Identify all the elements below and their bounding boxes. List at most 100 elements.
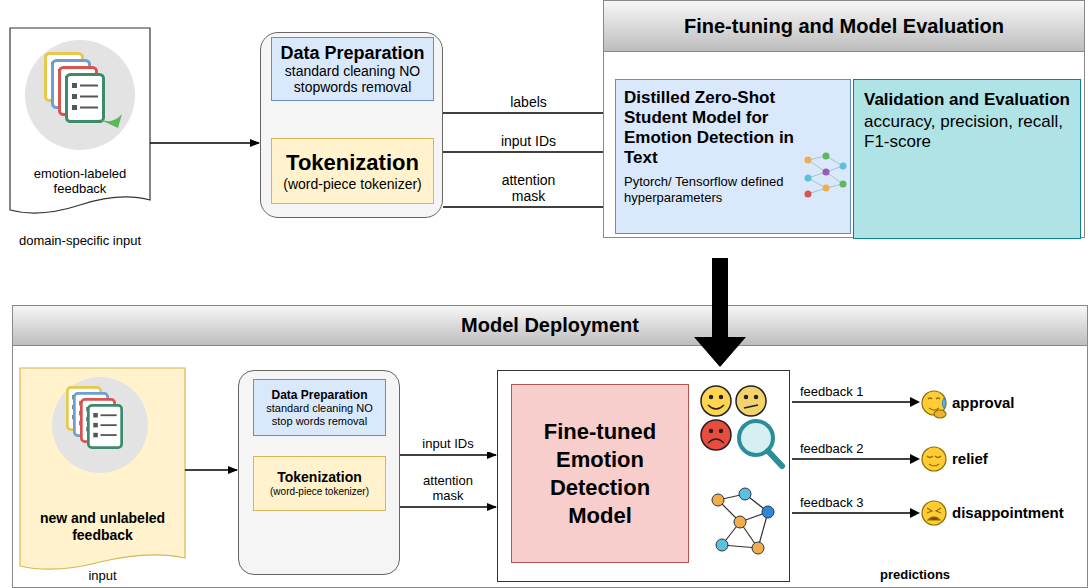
arrow-connector: [185, 469, 237, 470]
icon-part: [826, 184, 843, 188]
node-title: Data Preparation: [280, 43, 424, 63]
icon-part: [823, 169, 830, 176]
icon-circle: [25, 40, 135, 150]
icon-part: [805, 157, 812, 164]
model-frame: Fine-tuned Emotion Detection Model: [497, 370, 790, 582]
icon-part: [755, 396, 758, 399]
node-title: Distilled Zero-Shot Student Model for Em…: [624, 88, 819, 168]
icon-part: [758, 512, 768, 548]
icon-part: [718, 500, 740, 522]
network-icon: [805, 153, 847, 198]
node-title: Validation and Evaluation: [864, 90, 1070, 110]
arrow-connector: [400, 506, 496, 507]
evaluation-box: Validation and Evaluationaccuracy, preci…: [853, 79, 1081, 239]
icon-part: [826, 166, 843, 172]
form-card: [46, 54, 83, 101]
icon-part: [922, 447, 946, 471]
icon-part: [722, 522, 740, 545]
icon-part: [922, 391, 946, 415]
icon-part: [910, 508, 920, 518]
node-title: Tokenization: [286, 150, 419, 176]
icon-part: [708, 439, 724, 443]
node-title: Fine-tuning and Model Evaluation: [604, 1, 1084, 52]
node-text: standard cleaning NO stopwords removal: [276, 63, 429, 95]
node-title: Model Deployment: [12, 305, 1088, 345]
icon-part: [718, 494, 745, 500]
deployment-header-band: [13, 306, 1088, 346]
icon-part: [943, 398, 946, 408]
arrow-connector: [443, 112, 614, 113]
icon-part: [808, 156, 843, 194]
icon-part: [768, 451, 782, 466]
icon-part: [718, 494, 768, 548]
icon-part: [823, 185, 830, 192]
icon-part: [712, 494, 724, 506]
icon-part: [808, 188, 826, 194]
icon-part: [826, 156, 843, 166]
node-title: Tokenization: [277, 469, 362, 486]
form-card: [81, 399, 114, 441]
disappointment-emoji: [922, 501, 946, 525]
icon-part: [910, 454, 920, 464]
icon-part: [805, 175, 812, 182]
preprocessing-group: Data Preparationstandard cleaning NO sto…: [238, 370, 400, 575]
icon-part: [840, 181, 847, 188]
emotion-faces-icon: [701, 386, 782, 466]
icon-part: [792, 458, 912, 459]
icon-part: [722, 545, 758, 548]
icon-part: [808, 160, 826, 172]
big-arrow: [694, 258, 746, 367]
document-node: new and unlabeled feedbackinput: [20, 368, 185, 570]
icon-part: [734, 516, 746, 528]
arrow-connector: [443, 206, 614, 207]
edge-label: labels: [487, 94, 571, 110]
prediction-label: approval: [952, 394, 1015, 411]
icon-part: [928, 517, 940, 520]
icon-part: [826, 172, 843, 184]
icon-part: [927, 508, 941, 513]
prediction-label: feedback 3: [800, 495, 864, 510]
node-text: input: [20, 568, 185, 583]
node-text: domain-specific input: [5, 233, 155, 248]
icon-part: [808, 156, 826, 160]
node-text: accuracy, precision, recall, F1-score: [864, 112, 1070, 152]
icon-part: [720, 396, 723, 399]
document-shape: [20, 368, 185, 569]
icon-part: [840, 163, 847, 170]
icon-part: [762, 506, 774, 518]
icon-part: [716, 539, 728, 551]
form-card: [53, 61, 90, 108]
icon-part: [808, 172, 826, 178]
icon-part: [805, 191, 812, 198]
icon-part: [823, 153, 830, 160]
icon-part: [792, 401, 912, 402]
stage-panel: Fine-tuning and Model EvaluationDistille…: [603, 0, 1085, 238]
icon-part: [740, 512, 768, 522]
node-text: (word-piece tokenizer): [270, 486, 369, 498]
form-card: [88, 405, 121, 447]
icon-part: [708, 405, 724, 409]
icon-part: [701, 420, 731, 450]
prediction-label: feedback 2: [800, 441, 864, 456]
icon-part: [752, 542, 764, 554]
document-shape: [10, 28, 150, 213]
node-text: standard cleaning NO stop words removal: [258, 402, 381, 428]
icon-part: [744, 405, 758, 408]
icon-part: [929, 464, 939, 466]
node-title: Data Preparation: [271, 388, 367, 402]
node-text: Pytorch/ Tensorflow defined hyperparamet…: [624, 174, 809, 206]
deployment-panel: [13, 306, 1088, 588]
process-box: Data Preparationstandard cleaning NO sto…: [271, 37, 434, 101]
process-box: Tokenization(word-piece tokenizer): [271, 138, 434, 204]
icon-part: [736, 386, 766, 416]
document-node: emotion-labeled feedbackdomain-specific …: [10, 28, 150, 215]
form-card: [67, 387, 100, 429]
prediction-arrowheads: [910, 397, 920, 518]
icon-part: [745, 494, 768, 512]
icon-part: [927, 456, 941, 458]
icon-part: [745, 396, 748, 399]
arrow-connector: [400, 454, 496, 455]
network-icon: [712, 488, 774, 554]
prediction-label: relief: [952, 450, 988, 467]
